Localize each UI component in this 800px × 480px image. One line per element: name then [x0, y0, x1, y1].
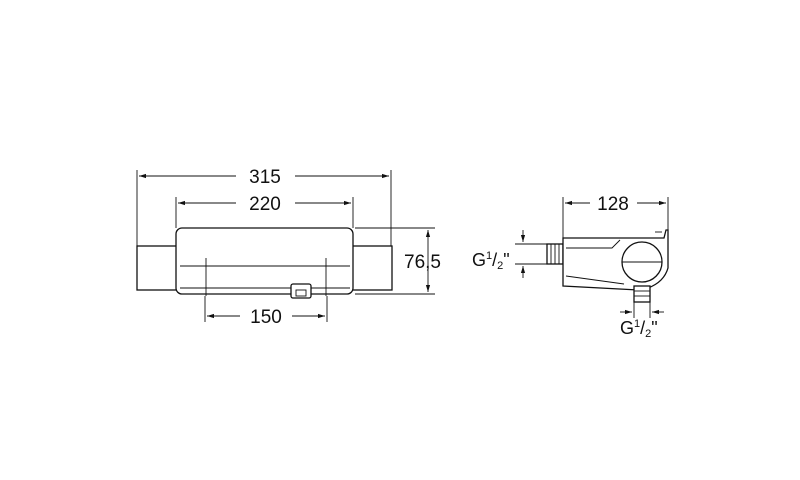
front-view: 315 220 76,5 150 [136, 167, 441, 328]
right-pipe-connector [351, 245, 393, 291]
outlet-thread-label: G1/2" [620, 318, 658, 340]
mixer-body [175, 227, 354, 295]
dim-center-distance: 150 [250, 307, 282, 328]
left-pipe-connector [136, 245, 180, 291]
dim-depth: 128 [597, 194, 629, 215]
dim-body-width: 220 [249, 194, 281, 215]
bottom-outlet-thread [633, 285, 651, 303]
inlet-thread-label: G1/2" [472, 250, 510, 272]
dim-overall-width: 315 [249, 167, 281, 188]
dim-height: 76,5 [404, 252, 441, 273]
side-view: 128 G1/2" G1/2" [472, 194, 669, 340]
